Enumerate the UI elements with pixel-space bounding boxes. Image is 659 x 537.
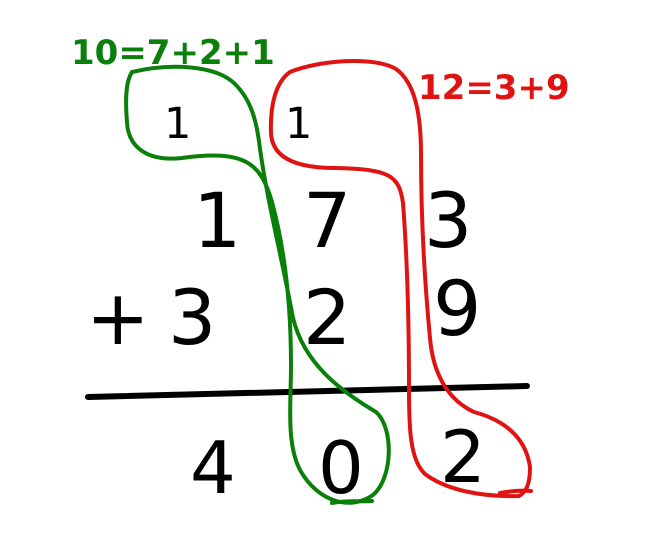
bottom-digit-tens: 2 bbox=[303, 273, 351, 362]
carry-digit-1: 1 bbox=[164, 99, 191, 149]
bottom-digit-ones: 9 bbox=[433, 264, 481, 353]
right-annotation: 12=3+9 bbox=[418, 68, 570, 108]
sum-line bbox=[85, 383, 530, 400]
carry-digit-2: 1 bbox=[285, 99, 312, 149]
top-digit-tens: 7 bbox=[303, 176, 351, 265]
red-loop-tail bbox=[498, 488, 533, 495]
top-digit-hundreds: 1 bbox=[193, 176, 241, 265]
plus-sign: + bbox=[86, 273, 150, 362]
top-digit-ones: 3 bbox=[424, 176, 472, 265]
red-grouping-loop bbox=[268, 58, 532, 499]
green-loop-underline bbox=[330, 499, 374, 505]
bottom-digit-hundreds: 3 bbox=[168, 273, 216, 362]
result-digit-hundreds: 4 bbox=[190, 426, 236, 510]
